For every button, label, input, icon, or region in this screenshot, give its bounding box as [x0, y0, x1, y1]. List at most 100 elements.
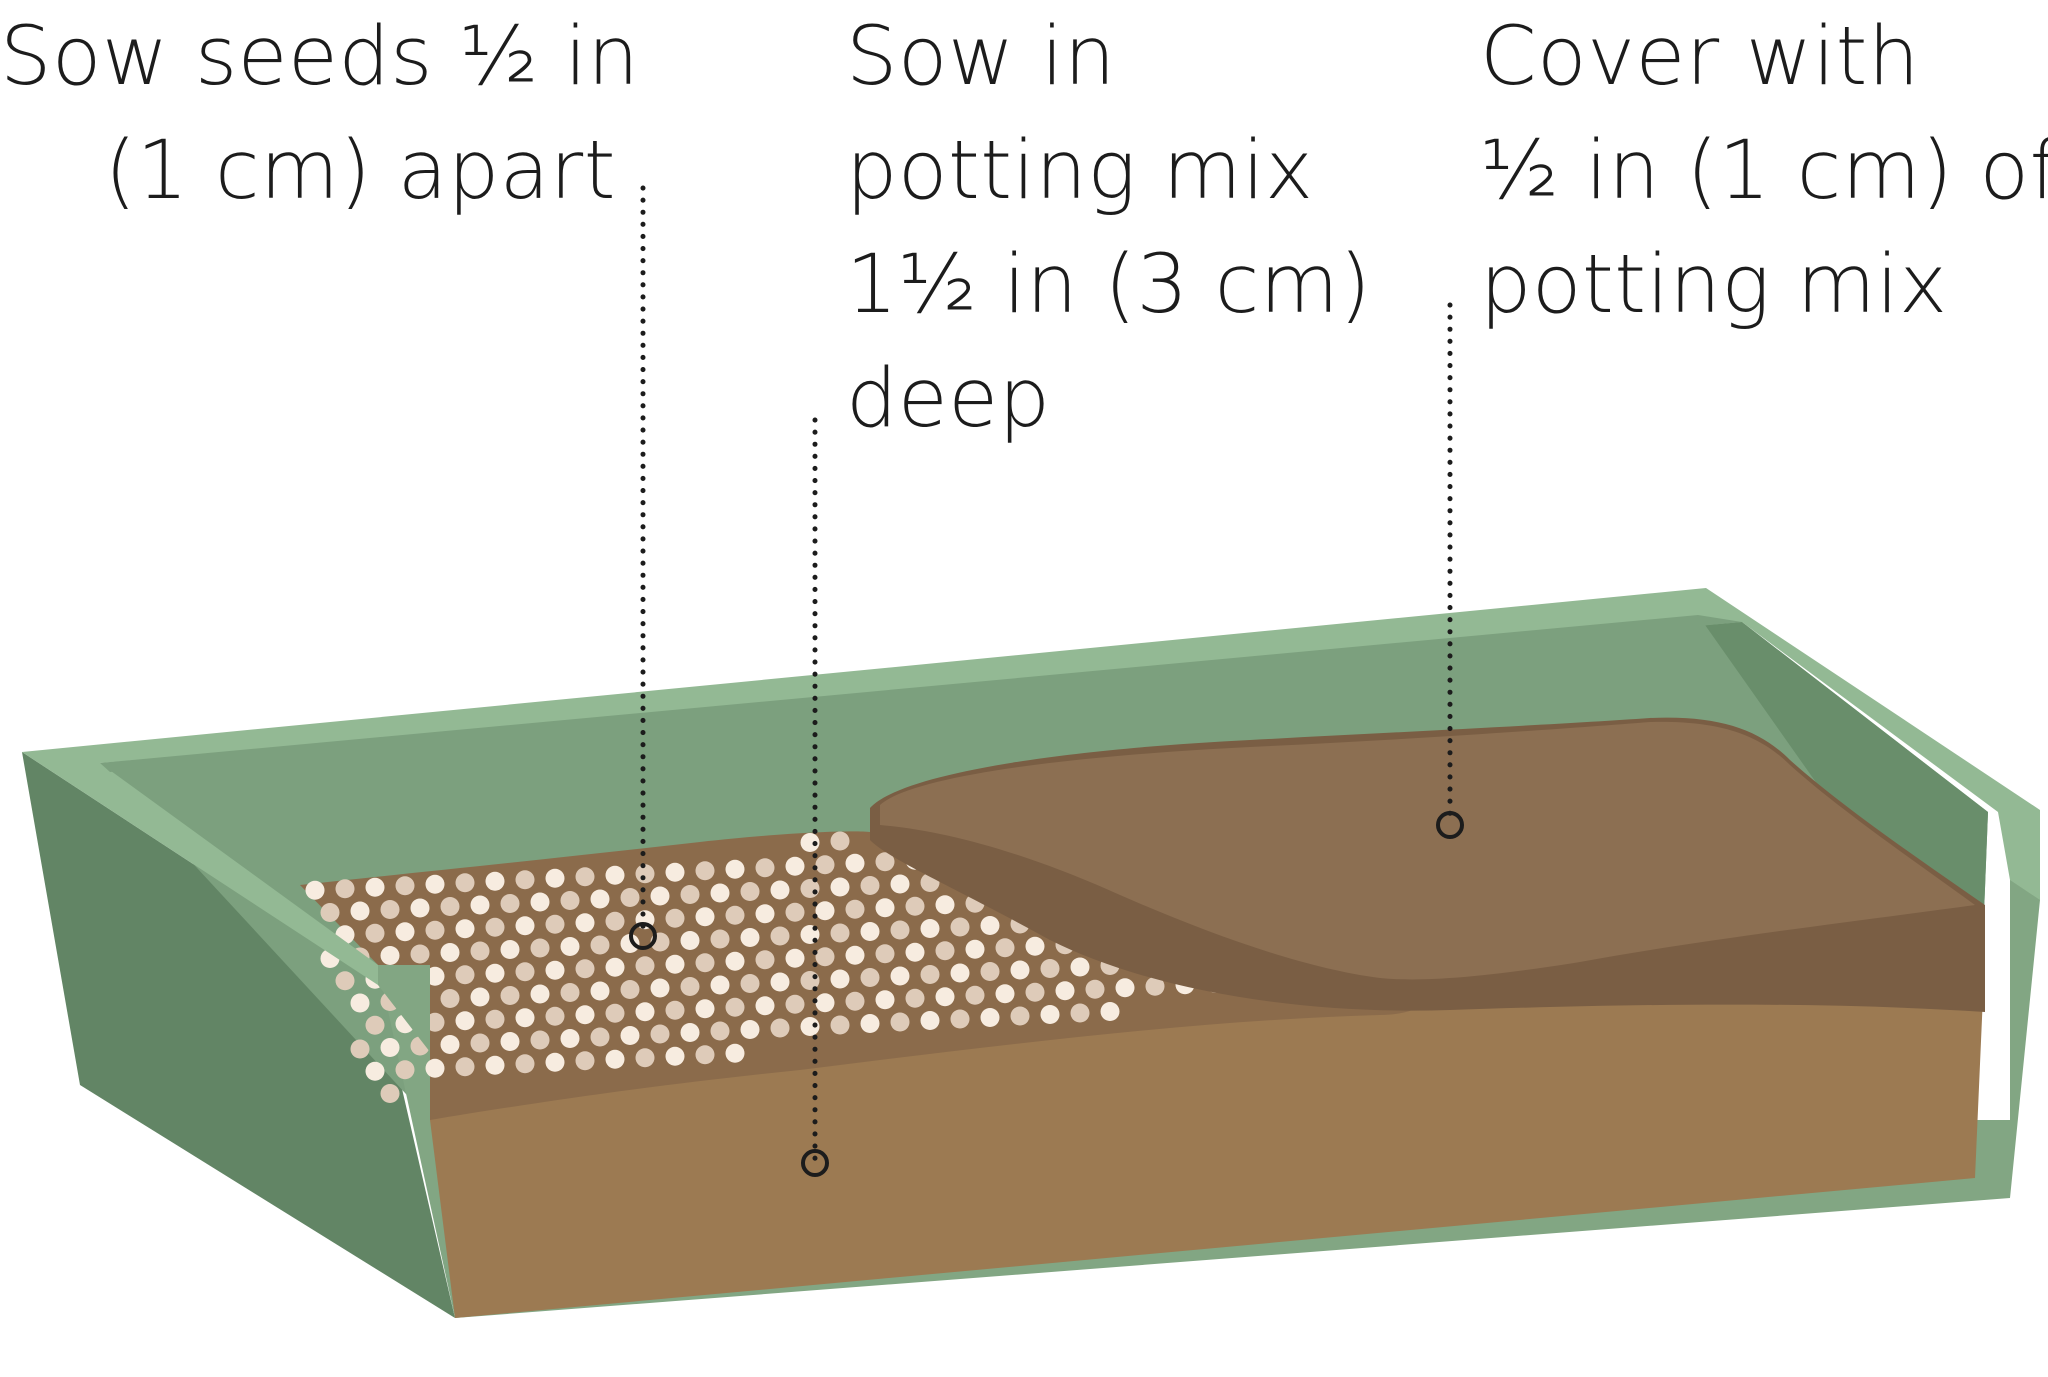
seed [605, 911, 625, 931]
seed [815, 901, 835, 921]
seed [380, 1084, 400, 1103]
seed [665, 908, 685, 928]
seed [980, 962, 1000, 981]
seed [980, 916, 1000, 935]
seed [590, 889, 610, 909]
seed [770, 880, 790, 900]
seed [695, 999, 715, 1019]
seed [455, 919, 475, 939]
seed [875, 990, 895, 1010]
seed [530, 892, 550, 912]
seed [635, 956, 655, 976]
seed [605, 865, 625, 885]
callout-sowing-depth-line-3: 1½ in (3 cm) [846, 238, 1372, 332]
leader-marker-cover-layer [1436, 811, 1464, 839]
seed [1025, 982, 1045, 1002]
seed [680, 931, 700, 950]
seed [710, 929, 730, 949]
seed [605, 1003, 625, 1023]
seed [845, 991, 865, 1011]
seed [530, 1030, 550, 1050]
callout-cover-layer-line-1: Cover with [1480, 10, 1920, 104]
seed [755, 904, 775, 924]
seed [905, 988, 925, 1008]
soil-cover-layer [870, 717, 1985, 1012]
seed [575, 867, 595, 887]
seed [800, 833, 820, 852]
seed [785, 902, 805, 922]
seed [875, 852, 895, 872]
seed [620, 888, 640, 907]
seed [965, 985, 985, 1005]
seed [830, 1015, 850, 1035]
seed [935, 895, 955, 915]
seed [350, 1039, 370, 1059]
seed [755, 996, 775, 1016]
callout-cover-layer-line-2: ½ in (1 cm) of [1480, 124, 2048, 218]
leader-marker-sowing-depth [801, 1149, 829, 1177]
seed [890, 1012, 910, 1032]
seed [920, 965, 940, 984]
seed [620, 980, 640, 999]
seed [380, 946, 400, 965]
seed [620, 934, 640, 953]
seed [455, 965, 475, 985]
seed [845, 853, 865, 873]
seed [410, 898, 430, 918]
seed [845, 899, 865, 919]
seed [635, 1048, 655, 1068]
seed [320, 903, 340, 922]
seed [470, 941, 490, 961]
seed [845, 945, 865, 965]
seed [725, 1043, 745, 1063]
seed [920, 919, 940, 938]
seed [800, 879, 820, 898]
seed [995, 984, 1015, 1004]
seed [740, 974, 760, 993]
seed [680, 977, 700, 996]
seed [455, 1057, 475, 1077]
callout-cover-layer-line-3: potting mix [1480, 238, 1948, 332]
seed [605, 1049, 625, 1069]
seed [665, 1000, 685, 1020]
seed [1115, 978, 1135, 998]
seed [365, 1061, 385, 1081]
seed [1085, 979, 1105, 999]
seed [425, 966, 445, 986]
seed [860, 1014, 880, 1033]
seed [860, 922, 880, 941]
seed [680, 885, 700, 904]
seed [470, 987, 490, 1007]
seed [1010, 960, 1030, 980]
seed [1025, 936, 1045, 956]
seed [395, 876, 415, 896]
seed [890, 966, 910, 986]
seed [905, 942, 925, 962]
seed [380, 900, 400, 919]
seed [605, 957, 625, 977]
seed [785, 948, 805, 968]
seed [830, 923, 850, 943]
seed [875, 944, 895, 964]
seed [935, 941, 955, 961]
seed [770, 972, 790, 992]
seed [890, 920, 910, 940]
seed [455, 1011, 475, 1031]
seed [530, 938, 550, 958]
seed [485, 963, 505, 983]
seed [710, 883, 730, 903]
seed [500, 894, 520, 913]
seed [800, 1017, 820, 1036]
seed [515, 1054, 535, 1074]
seed [515, 962, 535, 982]
seed [875, 898, 895, 918]
seed [770, 926, 790, 946]
seed [425, 874, 445, 894]
seed [500, 986, 520, 1005]
seed [755, 950, 775, 970]
seed [1010, 1006, 1030, 1026]
seed [935, 987, 955, 1007]
seed [575, 1005, 595, 1025]
seed [980, 1008, 1000, 1027]
seed [485, 1009, 505, 1029]
